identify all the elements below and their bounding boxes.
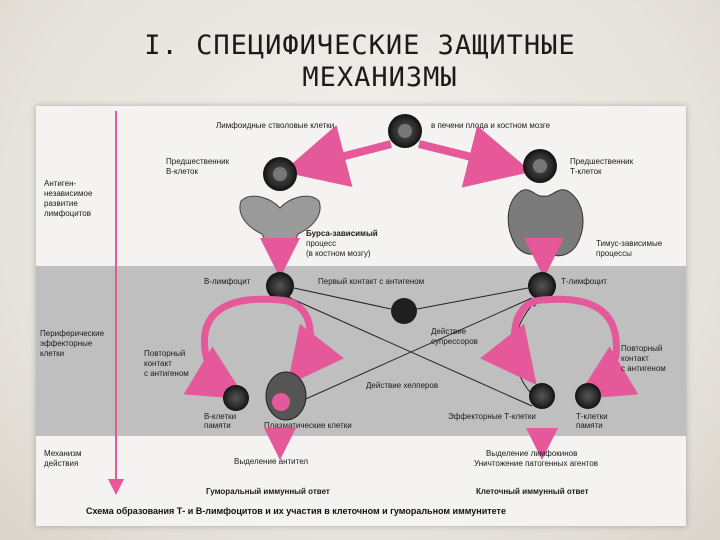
suppressor-label-2: супрессоров [431, 337, 478, 346]
line-b-antigen [293, 287, 392, 310]
line-antigen-t [416, 287, 529, 310]
b-precursor-nucleus [273, 167, 287, 181]
diagram-figure: Антиген- независимое развитие лимфоцитов… [36, 106, 686, 526]
side-label-2a: Периферические [40, 329, 105, 338]
repeat-right-2: контакт [621, 354, 649, 363]
repeat-left-2: контакт [144, 359, 172, 368]
t-precursor-label-1: Предшественник [570, 157, 634, 166]
stem-cell-location: в печени плода и костном мозге [431, 121, 551, 130]
plasma-label: Плазматические клетки [264, 421, 352, 430]
pathogens-label: Уничтожение патогенных агентов [474, 459, 598, 468]
stem-cell-nucleus [398, 124, 412, 138]
loop-right-inner [480, 296, 543, 386]
arrow-to-b-precursor [282, 125, 392, 187]
side-label-3a: Механизм [44, 449, 81, 458]
b-precursor-label-2: В-клеток [166, 167, 198, 176]
panel-middle [36, 266, 686, 436]
bursa-label-3: (в костном мозгу) [306, 249, 371, 258]
b-lymphocyte-label: В-лимфоцит [204, 277, 251, 286]
loop-left-inner [279, 296, 344, 386]
effector-t-label: Эффекторные Т-клетки [448, 412, 536, 421]
slide-title-line2: МЕХАНИЗМЫ [302, 62, 458, 93]
loop-right-outer [541, 295, 639, 400]
side-label-1d: лимфоцитов [44, 209, 91, 218]
humoral-response-label: Гуморальный иммунный ответ [206, 487, 330, 496]
slide-title-line1: I. СПЕЦИФИЧЕСКИЕ ЗАЩИТНЫЕ [144, 30, 576, 61]
bursa-label-1: Бурса-зависимый [306, 229, 378, 238]
side-label-2b: эффекторные [40, 339, 93, 348]
t-memory-label-1: Т-клетки [576, 412, 608, 421]
panel-bottom [36, 436, 686, 526]
repeat-left-1: Повторный [144, 349, 185, 358]
lymphocyte-diagram: Антиген- независимое развитие лимфоцитов… [36, 106, 686, 526]
thymus-label-2: процессы [596, 249, 632, 258]
stem-cell-label: Лимфоидные стволовые клетки [216, 121, 334, 130]
diagram-caption: Схема образования Т- и В-лимфоцитов и их… [86, 506, 506, 516]
thymus-organ [507, 189, 584, 257]
helpers-label: Действие хелперов [366, 381, 438, 390]
line-cross-2 [284, 297, 533, 412]
antigen [391, 298, 417, 324]
arrow-to-t-precursor [418, 125, 532, 188]
b-precursor-label-1: Предшественник [166, 157, 230, 166]
side-label-1a: Антиген- [44, 179, 76, 188]
repeat-left-3: с антигеном [144, 369, 189, 378]
plasma-cell-nucleus [272, 393, 290, 411]
lymphokines-label: Выделение лимфокинов [486, 449, 577, 458]
loop-left-outer [183, 295, 281, 400]
side-label-1b: независимое [44, 189, 93, 198]
effector-t-cell [529, 383, 555, 409]
thymus-label-1: Тимус-зависимые [596, 239, 663, 248]
suppressor-label-1: Действие [431, 327, 467, 336]
bursa-label-2: процесс [306, 239, 336, 248]
cellular-response-label: Клеточный иммунный ответ [476, 487, 589, 496]
t-precursor-label-2: Т-клеток [570, 167, 602, 176]
side-label-3b: действия [44, 459, 78, 468]
bursa-organ [239, 195, 321, 255]
side-label-1c: развитие [44, 199, 78, 208]
antibodies-label: Выделение антител [234, 457, 308, 466]
t-lymphocyte [528, 272, 556, 300]
first-contact-label: Первый контакт с антигеном [318, 277, 424, 286]
b-lymphocyte [266, 272, 294, 300]
repeat-right-1: Повторный [621, 344, 662, 353]
b-memory-label-2: памяти [204, 421, 231, 430]
t-memory-cell [575, 383, 601, 409]
side-label-2c: клетки [40, 349, 64, 358]
t-memory-label-2: памяти [576, 421, 603, 430]
panel-top [36, 106, 686, 266]
t-lymphocyte-label: Т-лимфоцит [561, 277, 607, 286]
b-memory-label-1: В-клетки [204, 412, 236, 421]
repeat-right-3: с антигеном [621, 364, 666, 373]
b-memory-cell [223, 385, 249, 411]
t-precursor-nucleus [533, 159, 547, 173]
